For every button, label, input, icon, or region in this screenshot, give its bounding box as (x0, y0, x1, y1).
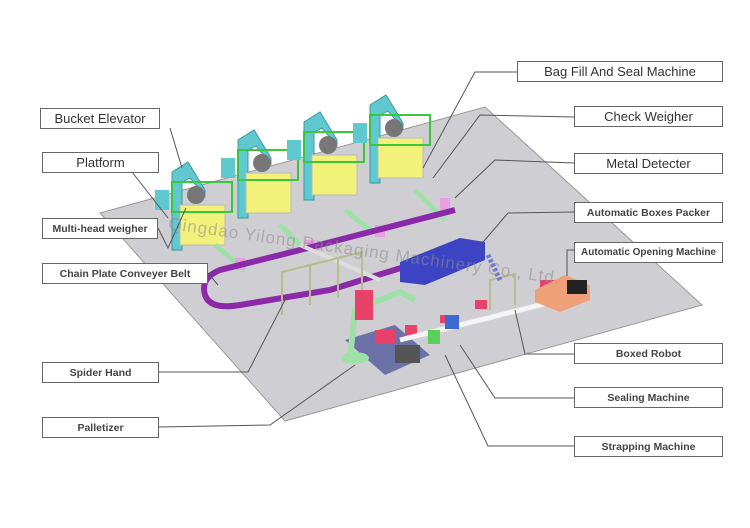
station (155, 161, 233, 251)
chain-plate-conveyer (201, 207, 456, 310)
label-check-weigher: Check Weigher (574, 106, 723, 127)
label-strapping-machine: Strapping Machine (574, 436, 723, 457)
leader-lines (131, 71, 575, 447)
gantries (281, 250, 516, 315)
label-automatic-boxes-packer: Automatic Boxes Packer (574, 202, 723, 223)
automatic-boxes-packer-shape (400, 238, 485, 285)
packing-stations (155, 94, 431, 251)
label-platform: Platform (42, 152, 159, 173)
label-automatic-opening-machine: Automatic Opening Machine (574, 242, 723, 263)
label-spider-hand: Spider Hand (42, 362, 159, 383)
palletizer-arm (347, 288, 417, 359)
label-multi-head-weigher: Multi-head weigher (42, 218, 158, 239)
label-bag-fill-and-seal-machine: Bag Fill And Seal Machine (517, 61, 723, 82)
label-sealing-machine: Sealing Machine (574, 387, 723, 408)
label-metal-detecter: Metal Detecter (574, 153, 723, 174)
label-chain-plate-conveyer-belt: Chain Plate Conveyer Belt (42, 263, 208, 284)
label-boxed-robot: Boxed Robot (574, 343, 723, 364)
label-palletizer: Palletizer (42, 417, 159, 438)
label-bucket-elevator: Bucket Elevator (40, 108, 160, 129)
